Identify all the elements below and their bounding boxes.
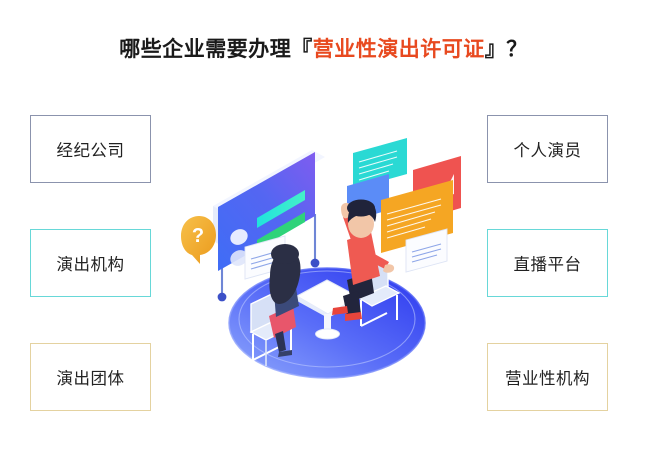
page-title: 哪些企业需要办理『营业性演出许可证』？ [0,33,647,63]
category-box-performance-troupe[interactable]: 演出团体 [30,343,151,411]
presentation-screen [213,150,325,302]
category-label: 演出团体 [56,370,125,388]
category-label: 直播平台 [513,256,582,274]
svg-text:?: ? [192,225,204,247]
category-box-commercial-institution[interactable]: 营业性机构 [487,343,608,411]
category-box-individual-performer[interactable]: 个人演员 [487,115,608,183]
title-bracket-close: 』 [484,38,507,61]
category-box-performance-agency[interactable]: 演出机构 [30,229,151,297]
title-highlight: 营业性演出许可证 [312,38,485,61]
isometric-meeting-illustration: ? [175,128,475,390]
title-suffix: ？ [506,38,528,61]
title-prefix: 哪些企业需要办理 [119,38,292,61]
panel-cyan [353,138,407,189]
question-mark-badge: ? [181,216,216,264]
person-woman-seated [249,244,301,366]
note-card-right [405,228,448,273]
category-label: 营业性机构 [505,370,590,388]
category-label: 演出机构 [56,256,125,274]
person-man-seated [332,199,401,327]
category-label: 个人演员 [513,142,582,160]
category-box-broker-company[interactable]: 经纪公司 [30,115,151,183]
category-label: 经纪公司 [56,142,125,160]
title-bracket-open: 『 [291,38,313,61]
category-box-livestream-platform[interactable]: 直播平台 [487,229,608,297]
